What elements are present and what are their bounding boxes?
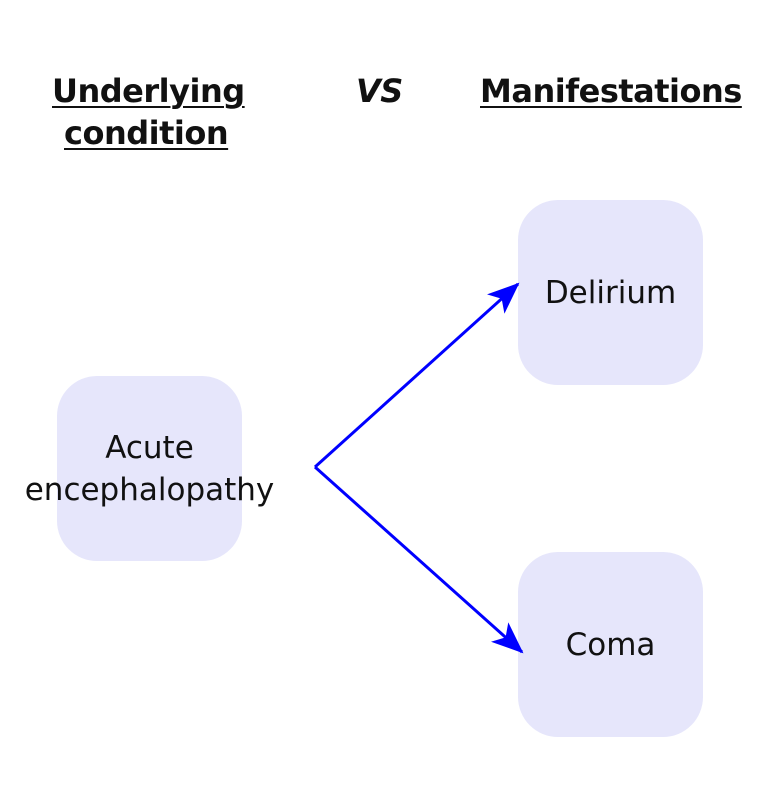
node-acute-encephalopathy-label: Acute encephalopathy [25,427,275,511]
heading-underlying-line2: condition [64,114,229,152]
heading-vs: VS [356,72,403,110]
node-coma-label: Coma [565,626,656,663]
node-delirium: Delirium [518,200,703,385]
heading-manifestations: Manifestations [480,72,742,110]
node-delirium-label: Delirium [544,274,677,311]
node-coma: Coma [518,552,703,737]
arrow-to-delirium [313,282,520,469]
heading-underlying-line1: Underlying [52,72,245,110]
node-acute-encephalopathy: Acute encephalopathy [25,376,274,561]
heading-underlying-condition: Underlying condition [52,70,245,154]
node-label-line1: Acute [105,429,194,466]
arrow-to-coma [314,465,524,654]
node-label-line2: encephalopathy [24,471,275,508]
